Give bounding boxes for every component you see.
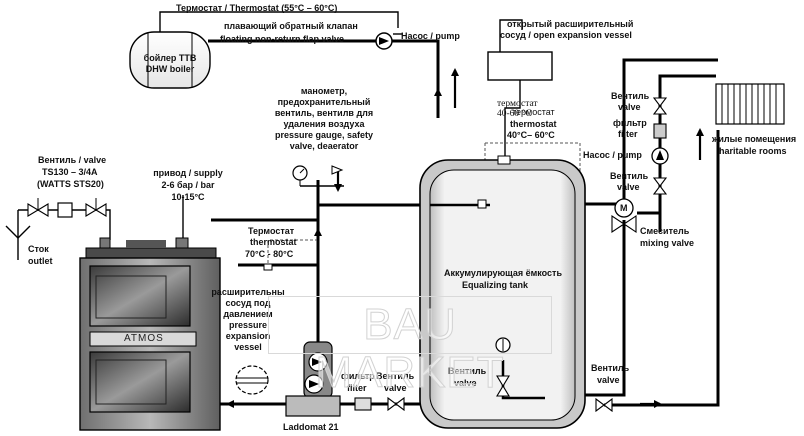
- open-expansion-label-en: сосуд / open expansion vessel: [500, 30, 632, 40]
- tank-thermostat-en: thermostat: [510, 119, 557, 129]
- tank-thermostat-range: 40°C– 60°C: [507, 130, 555, 140]
- atmos-boiler: [79, 237, 221, 431]
- gauge-label-1: манометр,: [300, 86, 348, 96]
- mixer-label-ru: Смеситель: [640, 226, 690, 236]
- valve-right2-label-ru: Вентиль: [610, 171, 649, 181]
- tank-label-en: Equalizing tank: [462, 280, 529, 290]
- atmos-brand: ATMOS: [124, 333, 164, 344]
- thermostat-top-label: Термостат / Thermostat (55°C – 60°C): [176, 3, 338, 13]
- boiler-thermostat-label-ru: Термостат: [248, 226, 295, 236]
- pump-top-label: Насос / pump: [401, 31, 460, 41]
- watermark-text: BAU MARKET: [315, 300, 505, 397]
- gauge-label-4: удаления воздуха: [283, 119, 365, 129]
- boiler-thermostat-icon: [263, 263, 273, 271]
- pev-label-3: давлением: [223, 309, 273, 319]
- dhw-boiler: [129, 18, 211, 89]
- tank-thermostat-ru-1: термостат: [497, 99, 538, 109]
- open-expansion-label-ru: открытый расширительный: [507, 19, 634, 29]
- bottom-valve-label-ru: Вентиль: [376, 371, 415, 381]
- laddomat-unit: [285, 341, 341, 417]
- pev-label-2: сосуд под: [225, 298, 271, 308]
- tank-valve-icon: [496, 375, 510, 397]
- tank-label-ru: Аккумулирующая ёмкость: [444, 268, 562, 278]
- valve-ts130-icons: [27, 198, 107, 218]
- rooms-label-ru: жилые помещения: [712, 134, 797, 144]
- gauge-label-2: предохранительный: [277, 97, 371, 107]
- tank-valve-label-ru: Вентиль: [448, 366, 487, 376]
- open-expansion-vessel: [487, 51, 553, 81]
- flap-valve-label-ru: плавающий обратный клапан: [224, 21, 358, 31]
- filter-right-label-en: filter: [618, 129, 638, 139]
- pressure-gauge-icons: [292, 165, 344, 187]
- dhw-boiler-label-en: DHW boiler: [145, 64, 195, 74]
- pump-top: [375, 32, 393, 50]
- mixer-motor-letter: M: [620, 203, 628, 213]
- rooms-label-en: haritable rooms: [719, 146, 787, 156]
- pev-label-1: расширительны: [211, 287, 285, 297]
- pev-label-6: vessel: [234, 342, 262, 352]
- valve-ts-label-3: (WATTS STS20): [37, 179, 104, 189]
- supply-label-3: 10-15°C: [171, 192, 205, 202]
- valve-right-label-ru: Вентиль: [611, 91, 650, 101]
- valve-ts-label-1: Вентиль / valve: [38, 155, 107, 165]
- gauge-label-5: pressure gauge, safety: [274, 130, 374, 140]
- supply-label-1: привод / supply: [153, 168, 223, 178]
- tank-thermostat-ru-2: термостат: [512, 107, 555, 117]
- valve-ts-label-2: TS130 – 3/4A: [42, 167, 98, 177]
- gauge-label-3: вентиль, вентилв для: [274, 108, 374, 118]
- thin-lines: [18, 11, 523, 240]
- boiler-thermostat-label-en: thermostat: [250, 237, 297, 247]
- pev-label-5: expansion: [225, 331, 271, 341]
- flap-valve-label-en: floating non-return flap valve: [220, 34, 345, 44]
- pressure-expansion-vessel: [235, 365, 269, 395]
- right-circuit-icons: [595, 97, 669, 413]
- br-valve-label-ru: Вентиль: [591, 363, 630, 373]
- tank-thermostat-range-alt: 40-60 °C: [497, 109, 532, 119]
- valve-right2-label-en: valve: [617, 182, 640, 192]
- valve-right-label-en: valve: [618, 102, 641, 112]
- laddomat-label: Laddomat 21: [283, 422, 339, 432]
- bottom-valve-label-en: valve: [384, 383, 407, 393]
- watermark: BAU MARKET: [268, 296, 552, 397]
- outlet-label-en: outlet: [28, 256, 53, 266]
- pump-right-label: Насос / pump: [583, 150, 642, 160]
- mixer-label-en: mixing valve: [640, 238, 695, 248]
- bottom-filter-label-ru: фильтр: [341, 371, 375, 381]
- bottom-filter-valve-icons: [354, 396, 405, 412]
- br-valve-label-en: valve: [597, 375, 620, 385]
- bottom-filter-label-en: filter: [347, 383, 367, 393]
- pev-label-4: pressure: [228, 320, 268, 330]
- radiator: [715, 83, 785, 125]
- tank-valve-label-en: valve: [454, 378, 477, 388]
- boiler-thermostat-range: 70°C - 80°C: [245, 249, 294, 259]
- outlet-funnel-icon: [5, 210, 31, 260]
- filter-right-label-ru: фильтр: [613, 118, 647, 128]
- gauge-label-6: valve, deaerator: [289, 141, 359, 151]
- outlet-label-ru: Сток: [28, 244, 49, 254]
- supply-label-2: 2-6 бар / bar: [161, 180, 215, 190]
- equalizing-tank: [419, 155, 586, 429]
- dhw-boiler-label-ru: бойлер ТТВ: [143, 53, 197, 63]
